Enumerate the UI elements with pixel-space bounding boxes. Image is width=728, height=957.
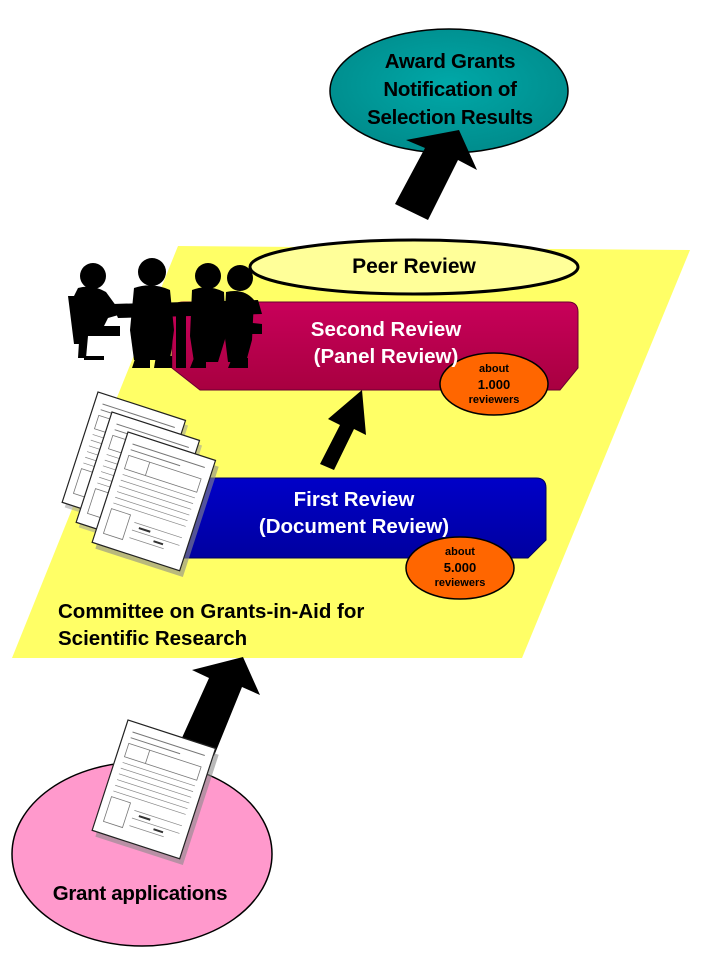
second-review-reviewers-text: about 1.000 reviewers — [440, 362, 548, 407]
grant-document-icon — [91, 719, 219, 866]
reviewer-count-badge-first — [405, 536, 515, 600]
award-label: Award Grants Notification of Selection R… — [332, 48, 568, 132]
committee-label: Committee on Grants-in-Aid for Scientifi… — [58, 598, 438, 652]
peer-review-label: Peer Review — [352, 255, 476, 278]
document-stack-icon — [61, 391, 219, 578]
committee-line-1: Committee on Grants-in-Aid for — [58, 600, 365, 623]
arrow-to-committee — [181, 657, 260, 756]
second-review-title: Second Review — [310, 318, 462, 341]
arrow-first-to-second — [320, 390, 366, 470]
second-review-label: Second Review (Panel Review) — [248, 316, 524, 370]
first-review-label: First Review (Document Review) — [204, 486, 504, 540]
badge-reviewers: reviewers — [434, 577, 486, 589]
badge-count: 5.000 — [443, 560, 477, 575]
second-review-subtitle: (Panel Review) — [313, 345, 459, 368]
arrow-to-award — [395, 130, 477, 220]
badge-count: 1.000 — [477, 377, 511, 392]
award-line-2: Notification of — [383, 78, 517, 101]
award-line-3: Selection Results — [367, 106, 533, 129]
grant-applications-label: Grant applications — [52, 882, 228, 905]
award-line-1: Award Grants — [384, 50, 516, 73]
meeting-people-icon — [68, 258, 262, 368]
badge-about: about — [445, 546, 475, 558]
reviewer-count-badge-second — [439, 352, 549, 416]
badge-about: about — [479, 363, 509, 375]
first-review-title: First Review — [293, 488, 415, 511]
first-review-reviewers-text: about 5.000 reviewers — [406, 545, 514, 590]
peer-review-ellipse — [248, 238, 580, 296]
committee-line-2: Scientific Research — [58, 627, 248, 650]
first-review-subtitle: (Document Review) — [258, 515, 450, 538]
badge-reviewers: reviewers — [468, 394, 520, 406]
